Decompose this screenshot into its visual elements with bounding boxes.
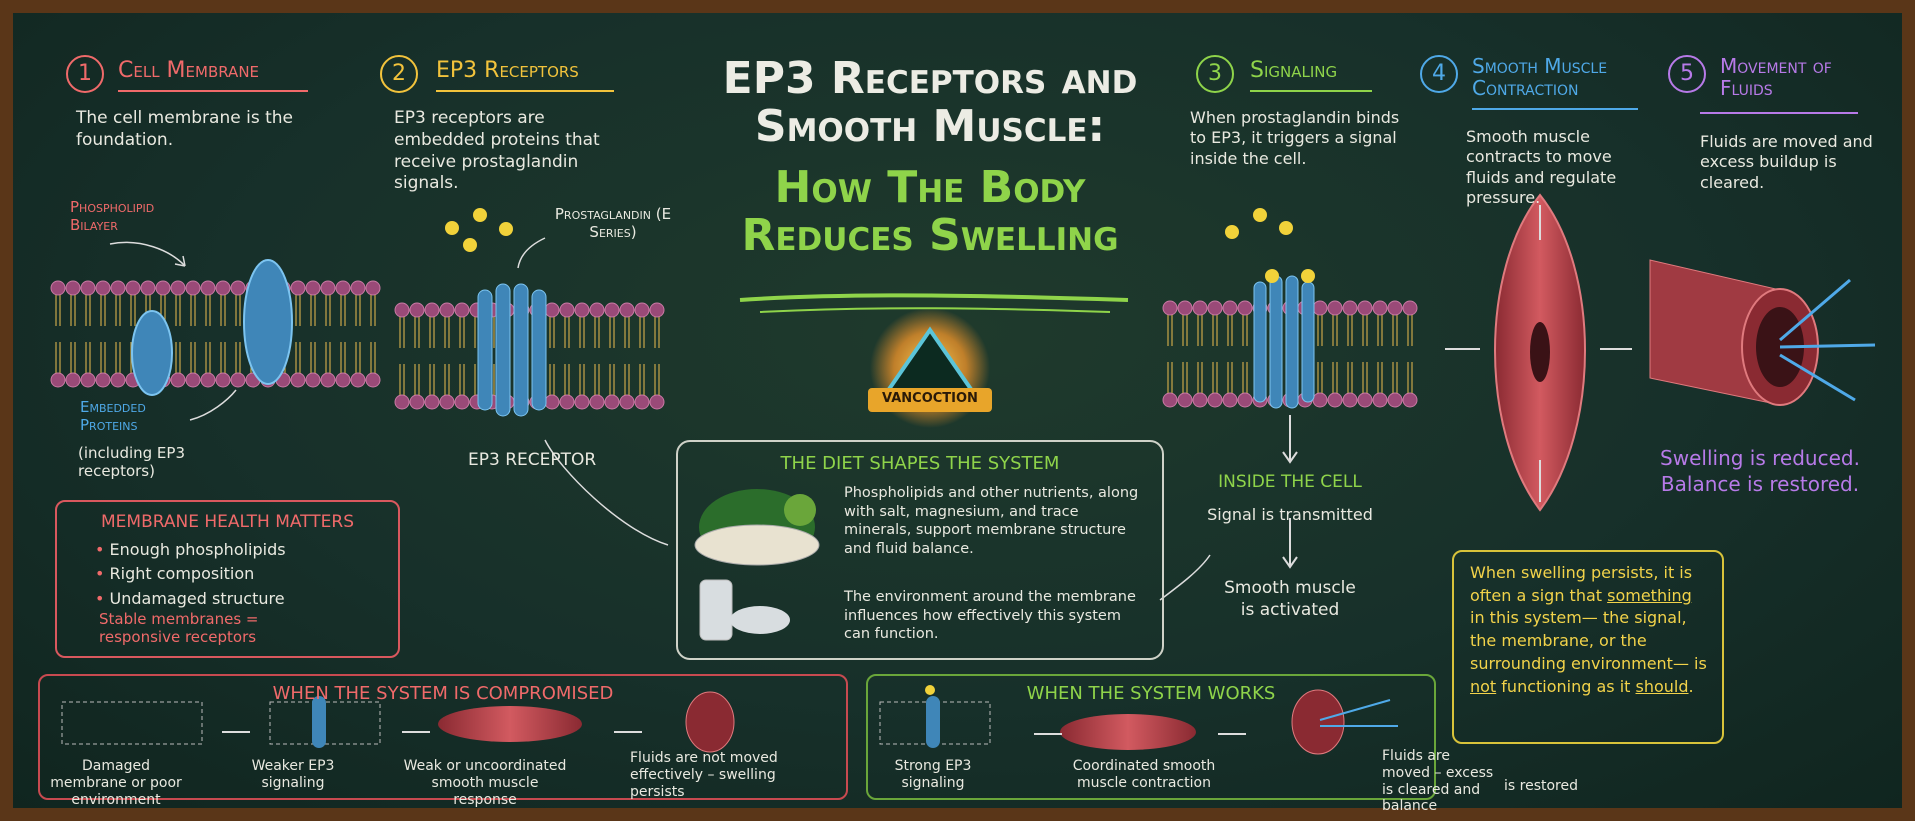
diet-paragraph-1: Phospholipids and other nutrients, along…	[844, 485, 1139, 557]
works-step-1: Strong EP3 signaling	[894, 758, 972, 791]
arrow-icon	[174, 255, 186, 267]
section-3-underline	[1250, 90, 1372, 92]
prostaglandin-icon	[499, 222, 513, 236]
section-1-number: 1	[66, 55, 104, 93]
swelling-persists-text: When swelling persists, it is often a si…	[1470, 562, 1710, 698]
compromised-step-4: Fluids are not moved effectively – swell…	[630, 750, 778, 800]
inside-cell-label: INSIDE THE CELL	[1218, 472, 1362, 492]
title-line-4: Reduces Swelling	[741, 210, 1119, 262]
section-1-heading: Cell Membrane	[118, 58, 260, 83]
weak-receptor-icon	[312, 696, 326, 748]
salt-shaker-icon	[699, 579, 790, 641]
strong-receptor-icon	[926, 696, 940, 748]
prostaglandin-icon	[925, 685, 935, 695]
section-2-underline	[436, 90, 614, 92]
swelling-reduced-line-2: Balance is restored.	[1660, 471, 1860, 496]
compromised-title: WHEN THE SYSTEM IS COMPROMISED	[272, 683, 614, 704]
arrow-icon	[189, 389, 237, 421]
weak-vessel-icon	[685, 691, 735, 753]
persists-text-4: .	[1688, 676, 1694, 696]
title-line-3: How The Body	[774, 161, 1086, 213]
membrane-health-box: MEMBRANE HEALTH MATTERS • Enough phospho…	[55, 500, 400, 658]
swelling-persists-box: When swelling persists, it is often a si…	[1452, 550, 1724, 744]
prostaglandin-icon	[445, 221, 459, 235]
arrow-icon	[544, 439, 669, 546]
section-4-underline	[1472, 108, 1638, 110]
diet-title: THE DIET SHAPES THE SYSTEM	[780, 453, 1060, 474]
compromised-step-1: Damaged membrane or poor environment	[50, 758, 182, 808]
logo-text: VANCOCTION	[882, 391, 978, 406]
coordinated-muscle-icon	[1060, 714, 1196, 750]
smooth-muscle-activated-label: Smooth muscle is activated	[1224, 578, 1356, 620]
weak-muscle-icon	[438, 706, 582, 742]
section-3-heading: Signaling	[1250, 58, 1338, 83]
works-step-4: is restored	[1504, 778, 1578, 794]
prostaglandin-icon	[463, 238, 477, 252]
main-title: EP3 Receptors and Smooth Muscle: How The…	[690, 53, 1170, 262]
persists-text-2: in this system— the signal, the membrane…	[1470, 608, 1707, 673]
persists-underline-2: not	[1470, 676, 1497, 696]
swelling-reduced-line-1: Swelling is reduced.	[1660, 446, 1860, 470]
section-5-heading: Movement of Fluids	[1720, 54, 1832, 100]
persists-text-1: When swelling persists, it is often a si…	[1470, 563, 1693, 605]
membrane-health-list: • Enough phospholipids • Right compositio…	[75, 540, 286, 613]
phospholipid-label: Phospholipid Bilayer	[70, 198, 155, 234]
membrane-health-item: • Enough phospholipids	[95, 540, 286, 559]
section-1-body: The cell membrane is the foundation.	[76, 108, 293, 150]
damaged-membrane-icon	[61, 701, 203, 745]
vessel-icon	[1649, 259, 1876, 406]
works-title: WHEN THE SYSTEM WORKS	[1026, 683, 1276, 704]
section-2-heading: EP3 Receptors	[436, 58, 579, 83]
section-3-number: 3	[1196, 55, 1234, 93]
section-4-number: 4	[1420, 55, 1458, 93]
prostaglandin-label: Prostaglandin (E Series)	[554, 205, 672, 241]
membrane-health-item: • Undamaged structure	[95, 588, 285, 608]
works-box: WHEN THE SYSTEM WORKS Strong EP3 signali…	[866, 674, 1436, 800]
diet-box: THE DIET SHAPES THE SYSTEM Phospholipids…	[676, 440, 1164, 660]
arrow-icon	[109, 241, 186, 267]
section-5-body: Fluids are moved and excess buildup is c…	[1700, 132, 1873, 192]
membrane-health-item: • Right composition	[95, 564, 255, 584]
persists-text-3: functioning as it	[1496, 676, 1636, 696]
prostaglandin-icon	[473, 208, 487, 222]
section-2-number: 2	[380, 55, 418, 93]
persists-underline-3: should	[1635, 676, 1689, 696]
membrane-health-footer: Stable membranes = responsive receptors	[99, 610, 259, 647]
title-line-1: EP3 Receptors and	[722, 53, 1138, 104]
phospholipid-bilayer-icon	[50, 280, 381, 388]
diet-bowl-icon	[694, 489, 820, 566]
compromised-step-2: Weaker EP3 signaling	[251, 758, 335, 791]
embedded-protein-icon	[131, 310, 173, 396]
section-5-underline	[1700, 112, 1858, 114]
section-3-body: When prostaglandin binds to EP3, it trig…	[1190, 108, 1400, 168]
membrane-health-title: MEMBRANE HEALTH MATTERS	[101, 512, 354, 532]
signaling-receptor-icon	[1225, 208, 1315, 409]
logo-icon	[868, 308, 992, 428]
compromised-box: WHEN THE SYSTEM IS COMPROMISED Damaged m…	[38, 674, 848, 808]
embedded-proteins-sublabel: (including EP3 receptors)	[78, 444, 185, 480]
ep3-receptor-icon	[477, 283, 547, 417]
works-step-3: Fluids are moved – excess is cleared and…	[1382, 748, 1494, 815]
diet-paragraph-2: The environment around the membrane infl…	[844, 589, 1136, 643]
persists-underline-1: something	[1607, 585, 1692, 605]
phospholipid-bilayer-icon	[394, 302, 665, 410]
ep3-receptor-label: EP3 RECEPTOR	[468, 450, 597, 470]
embedded-proteins-label: Embedded Proteins	[80, 398, 146, 434]
section-5-number: 5	[1668, 55, 1706, 93]
flow-arrow-icon	[1319, 699, 1391, 721]
compromised-step-3: Weak or uncoordinated smooth muscle resp…	[403, 758, 567, 808]
section-1-underline	[118, 90, 308, 92]
flowing-vessel-icon	[1291, 689, 1345, 755]
works-step-2: Coordinated smooth muscle contraction	[1072, 758, 1216, 791]
section-4-body: Smooth muscle contracts to move fluids a…	[1466, 127, 1617, 208]
section-4-heading: Smooth Muscle Contraction	[1472, 54, 1608, 100]
section-2-body: EP3 receptors are embedded proteins that…	[394, 108, 600, 194]
embedded-protein-icon	[243, 259, 293, 385]
title-line-2: Smooth Muscle:	[754, 101, 1106, 153]
swelling-reduced-label: Swelling is reduced. Balance is restored…	[1650, 446, 1870, 497]
signal-transmitted-label: Signal is transmitted	[1207, 505, 1373, 524]
